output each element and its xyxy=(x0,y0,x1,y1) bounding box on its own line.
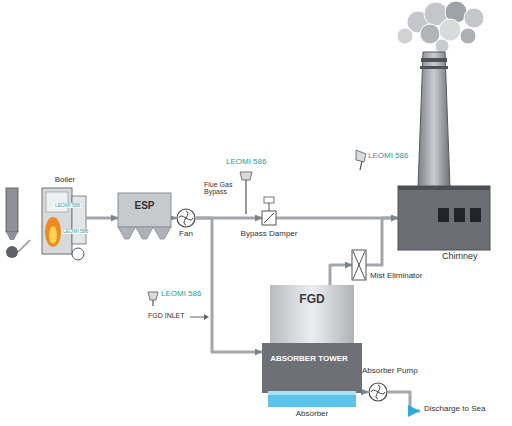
absorber-tower: FGDABSORBER TOWERAbsorber xyxy=(262,285,362,407)
pump-symbol: Absorber Pump xyxy=(368,382,388,402)
node-text: Discharge to Sea xyxy=(424,405,485,414)
damper-actuator xyxy=(264,197,274,203)
node-text: Bypass Damper xyxy=(241,230,298,239)
pump-symbol-outline xyxy=(368,382,388,402)
pipe-connector xyxy=(388,392,420,411)
fan-symbol-outline xyxy=(176,208,196,228)
fan-symbol: Fan xyxy=(176,208,196,228)
node-text: Chimney xyxy=(442,252,478,262)
boiler: Boiler xyxy=(28,176,102,264)
stack-band xyxy=(420,66,448,69)
sensor-label: LEOMI 586 xyxy=(161,290,201,298)
pipe-connector xyxy=(171,217,176,220)
coal-silo xyxy=(6,188,18,232)
node-text: FGD xyxy=(262,293,362,306)
chimney-building-outline xyxy=(398,186,490,250)
sensor-label: LEOMI 586 xyxy=(54,203,81,208)
sensor-symbol xyxy=(148,292,158,306)
damper-stem xyxy=(269,203,270,211)
node-text: ESP xyxy=(118,200,171,211)
chimney-building: Chimney xyxy=(398,186,490,250)
node-text: Fan xyxy=(179,230,193,239)
sensor-label: LEOMI 586 xyxy=(368,152,408,160)
boiler-outline xyxy=(28,176,102,264)
smoke xyxy=(397,1,484,53)
inlet-label: FGD INLET xyxy=(148,312,185,319)
mist-eliminator-outline xyxy=(352,250,366,280)
node-text: Absorber xyxy=(296,410,328,419)
pipe-connector xyxy=(276,217,398,220)
inlet-pointer-head xyxy=(204,314,209,320)
node-text: ABSORBER TOWER xyxy=(262,355,356,364)
sensor-label: LEOMI 586 xyxy=(226,158,266,166)
duct-label: Flue Gas Bypass xyxy=(204,181,244,196)
node-text: Boiler xyxy=(28,176,102,185)
pipe-connector xyxy=(196,218,262,352)
pipe-connector xyxy=(362,391,368,394)
stack-band xyxy=(421,58,447,62)
node-text: Absorber Pump xyxy=(362,367,418,376)
discharge-outlet: Discharge to Sea xyxy=(420,403,500,419)
silo-hopper xyxy=(6,232,18,240)
sensor-symbol xyxy=(356,150,366,170)
precipitator-box-outline xyxy=(118,193,171,239)
pipe-connector xyxy=(102,217,118,220)
node-text: Mist Eliminator xyxy=(370,272,422,281)
sensor-label: LEOMI 586 xyxy=(62,229,89,234)
mist-eliminator: Mist Eliminator xyxy=(352,250,366,280)
coal-pipe xyxy=(18,240,30,252)
sensor-symbol xyxy=(240,172,252,214)
damper-symbol-outline xyxy=(262,211,276,225)
inlet-pointer xyxy=(190,317,204,318)
coal-mill xyxy=(6,246,18,258)
pipe-connector xyxy=(330,265,352,285)
damper-symbol: Bypass Damper xyxy=(262,211,276,225)
precipitator-box: ESP xyxy=(118,193,171,239)
chimney-stack xyxy=(418,52,450,188)
pipe-connector xyxy=(366,218,398,265)
